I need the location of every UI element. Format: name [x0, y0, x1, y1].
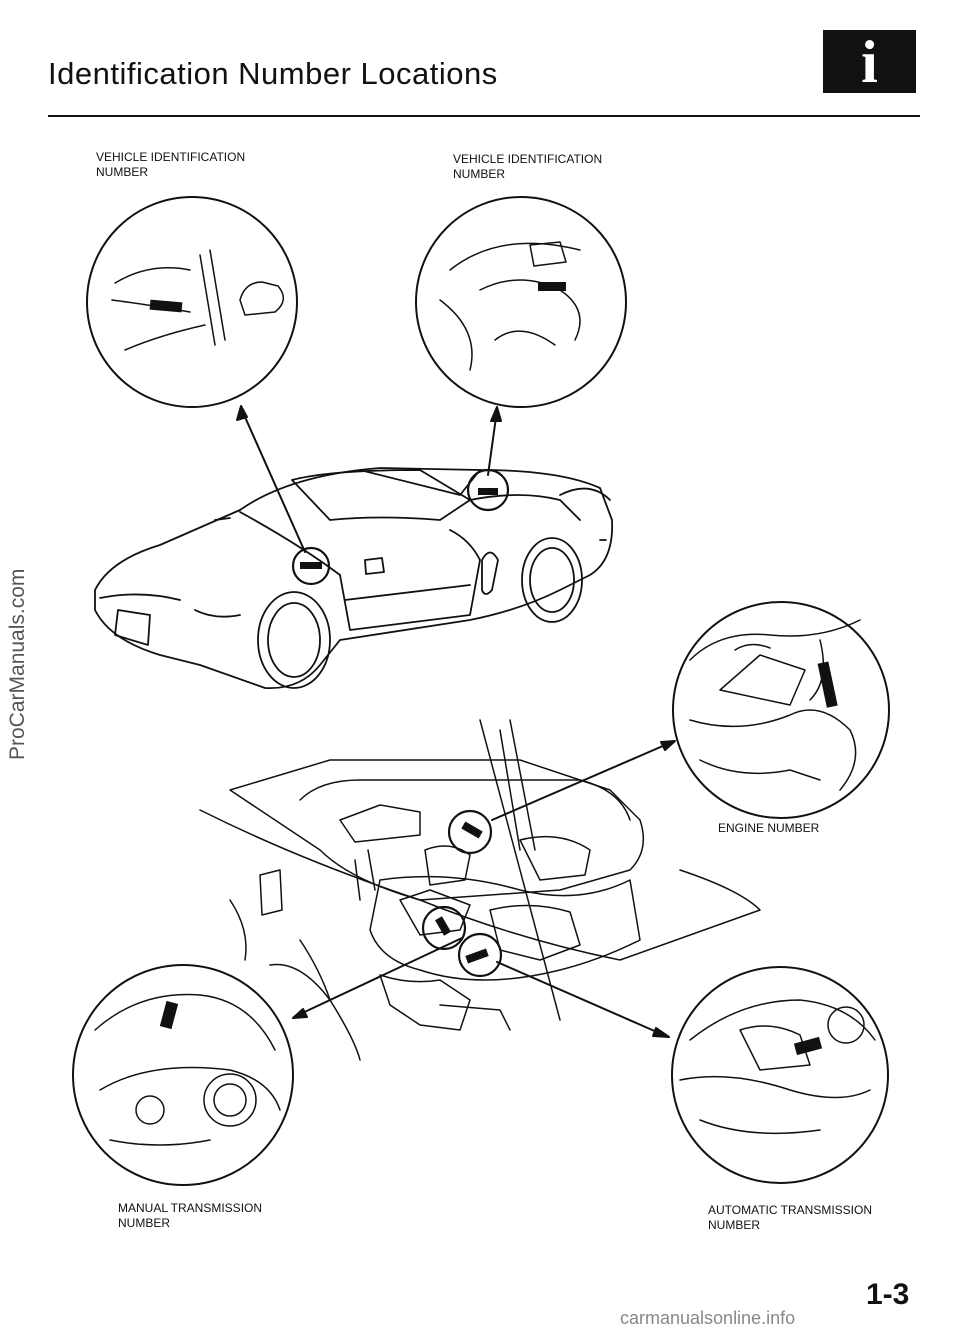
- page-title: Identification Number Locations: [48, 56, 498, 91]
- page-number: 1-3: [866, 1278, 910, 1311]
- title-rule: [48, 115, 920, 117]
- engine-number-label: ENGINE NUMBER: [718, 821, 820, 835]
- vin-rear-detail-circle: [415, 196, 627, 408]
- car-illustration: [94, 467, 614, 690]
- vin-rear-marker: [538, 282, 566, 291]
- vin-right-label: VEHICLE IDENTIFICATION NUMBER: [453, 152, 603, 181]
- engine-bay-illustration: [199, 719, 761, 1061]
- automatic-transmission-label: AUTOMATIC TRANSMISSION NUMBER: [708, 1203, 873, 1232]
- info-icon: i: [823, 30, 916, 93]
- engine-number-marker: [817, 661, 838, 708]
- automatic-transmission-detail-circle: [671, 966, 889, 1184]
- engine-detail-circle: [672, 601, 890, 819]
- automatic-number-marker: [793, 1036, 823, 1056]
- manual-number-marker: [159, 1000, 179, 1030]
- vin-left-label: VEHICLE IDENTIFICATION NUMBER: [96, 150, 246, 179]
- manual-transmission-detail-circle: [72, 964, 294, 1186]
- footer-watermark: carmanualsonline.info: [620, 1308, 796, 1328]
- manual-transmission-label: MANUAL TRANSMISSION NUMBER: [118, 1201, 263, 1230]
- vin-plate-marker: [149, 299, 183, 313]
- vin-dash-detail-circle: [86, 196, 298, 408]
